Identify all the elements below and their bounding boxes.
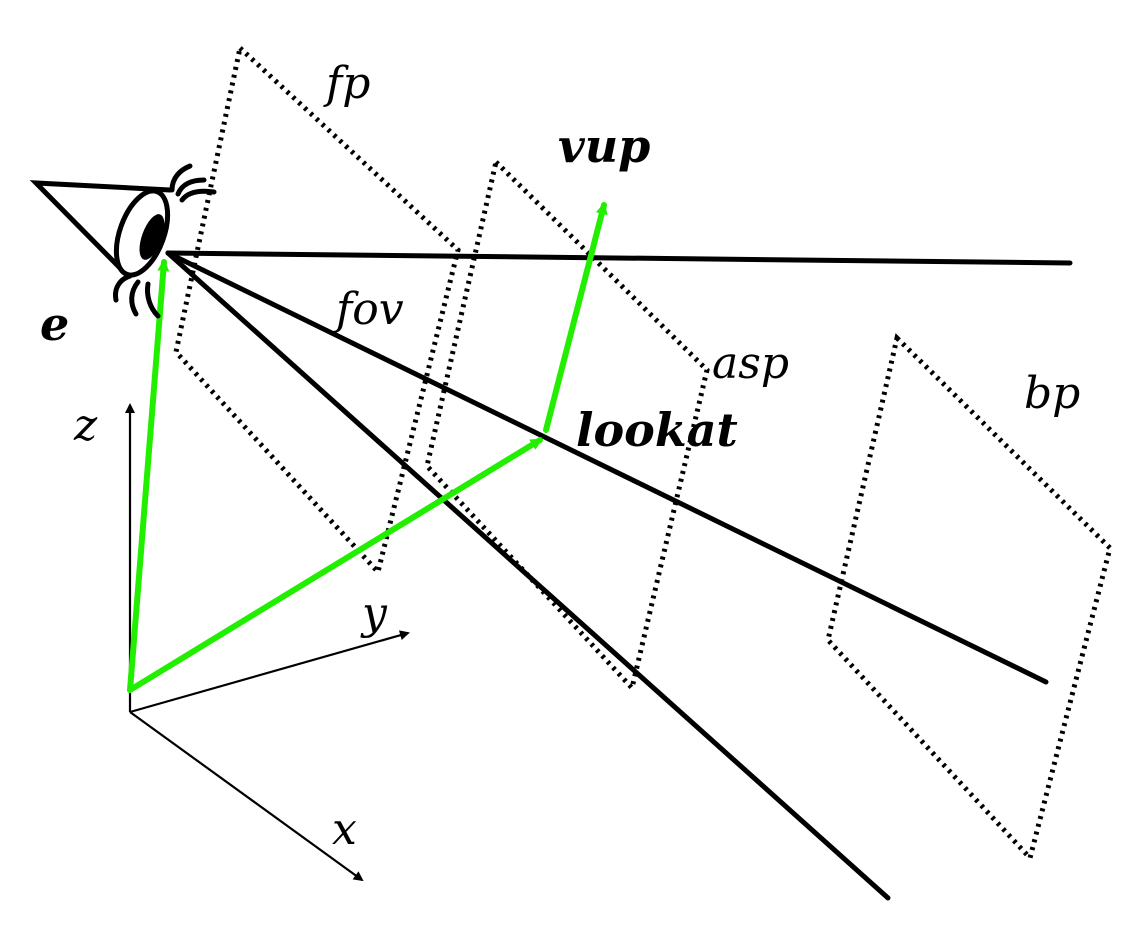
vup-label: vup [558,119,650,173]
ray-center [165,250,1049,685]
vup-vector [543,202,608,433]
x-axis [129,711,364,882]
fp-label: fp [323,58,370,109]
y-axis-label: y [360,588,388,639]
asp-label: asp [712,338,789,389]
bp-label: bp [1024,368,1080,419]
front-plane [173,43,461,578]
fov-label: fov [333,284,404,335]
lookat-label: lookat [576,403,738,457]
e-label: e [40,297,69,351]
y-axis [129,630,410,714]
ray-top [165,250,1073,266]
ray-bottom [165,250,891,901]
z-axis-label: z [73,400,98,451]
x-axis-label: x [332,804,357,855]
eye-position-vector [127,259,170,693]
eye-icon [29,163,217,319]
lookat-vector [127,437,543,693]
